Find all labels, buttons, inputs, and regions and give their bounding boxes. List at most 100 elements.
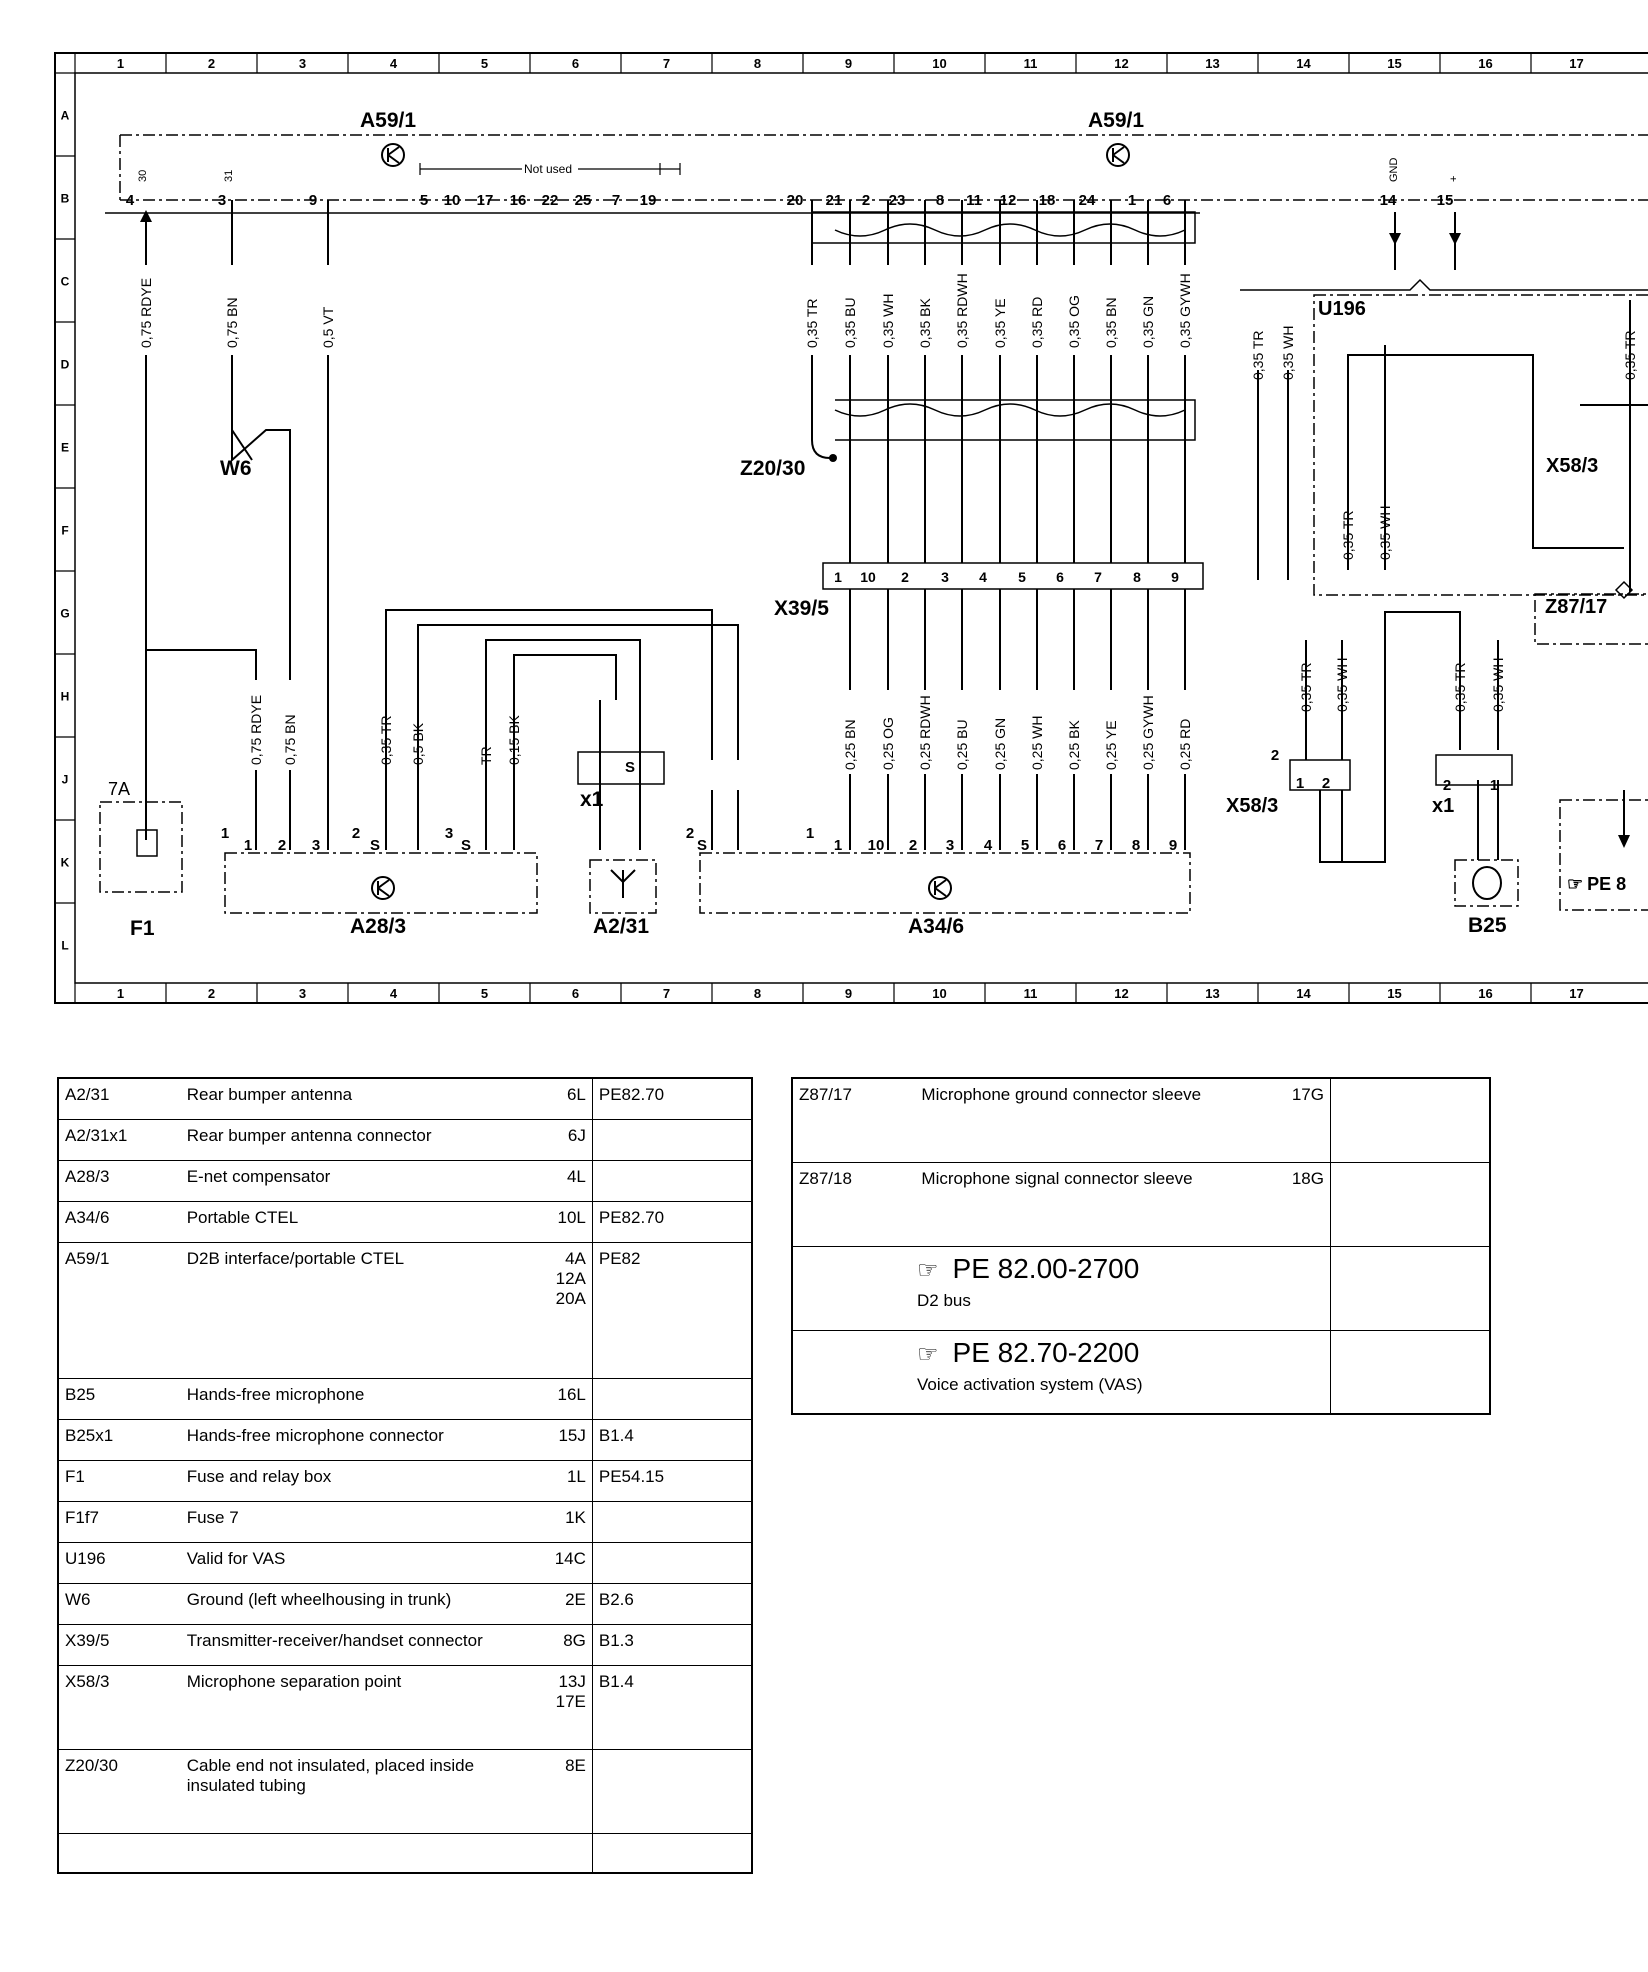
- wire: [599, 700, 641, 850]
- grid-column-label: 9: [845, 986, 852, 1001]
- pe-reference-label: ☞PE 8: [1567, 874, 1626, 894]
- legend-row: [58, 1832, 752, 1873]
- wire-color-label: 0,75 BN: [282, 714, 298, 765]
- wire-color-label: 0,25 WH: [1029, 716, 1045, 770]
- legend-loc: 6J: [532, 1118, 593, 1160]
- a59-1-pin-number: 20: [787, 192, 804, 209]
- wire-group-x58-3: [1305, 611, 1499, 863]
- z20-30-drain-wire: [811, 200, 831, 459]
- wire-color-label: 0,35 WH: [880, 294, 896, 348]
- legend-loc: 17G: [1270, 1077, 1331, 1162]
- a59-1-pin-number: 16: [510, 192, 527, 209]
- grid-column-label: 5: [481, 56, 488, 71]
- pe-description: Voice activation system (VAS): [917, 1374, 1143, 1394]
- arrow-down-icon: [1618, 835, 1630, 848]
- legend-code: A2/31x1: [58, 1118, 181, 1160]
- legend-ref: [592, 1832, 752, 1873]
- legend-loc: [532, 1832, 593, 1873]
- grid-column-label: 11: [1024, 56, 1038, 71]
- arrow-up-icon: [140, 210, 152, 222]
- wire-label-mask: [1028, 690, 1046, 774]
- wire: [513, 654, 617, 850]
- a59-1-pin-number: 25: [575, 192, 592, 209]
- legend-loc: 6L: [532, 1077, 593, 1119]
- pin-number: 2: [686, 825, 694, 842]
- f1-label: F1: [130, 917, 155, 940]
- pin-number: S: [625, 759, 635, 776]
- grid-row-label: L: [61, 939, 68, 953]
- grid-column-label: 3: [299, 986, 306, 1001]
- a34-6-pin-number: 7: [1095, 837, 1103, 854]
- grid-column-label: 1: [117, 56, 124, 71]
- grid-row-label: A: [61, 109, 70, 123]
- a59-1-pin-number: 23: [889, 192, 906, 209]
- wire-color-label: 0,25 RDWH: [917, 695, 933, 770]
- pe-number: PE 82.00-2700: [952, 1252, 1140, 1284]
- b25x1-connector: [1435, 754, 1513, 786]
- grid-column-label: 15: [1387, 986, 1401, 1001]
- legend-code: Z87/18: [792, 1161, 916, 1246]
- wire-label-mask: [991, 265, 1009, 355]
- a59-1-pin-number: 17: [477, 192, 494, 209]
- grid-row-label: E: [61, 441, 69, 455]
- pin-number: 1: [806, 825, 814, 842]
- grid-column-label: 17: [1569, 986, 1583, 1001]
- x1-left-label: x1: [580, 788, 604, 811]
- u196-label: U196: [1318, 298, 1366, 320]
- pe-number: PE 82.70-2200: [952, 1336, 1140, 1368]
- wire-label-mask: [1176, 265, 1194, 355]
- a59-1-pin-name: +: [1448, 176, 1460, 182]
- a59-1-pin-number: 15: [1437, 192, 1454, 209]
- a59-1-pin-number: 18: [1039, 192, 1056, 209]
- wire-color-label: 0,35 BU: [842, 297, 858, 348]
- wire: [417, 624, 739, 850]
- pin-number: S: [697, 837, 707, 854]
- pin-number: 2: [1322, 775, 1330, 792]
- x39-5-pin-number: 2: [901, 569, 909, 585]
- grid-column-label: 10: [932, 986, 946, 1001]
- x39-5-pin-number: 3: [941, 569, 949, 585]
- wire-label-mask: [1028, 265, 1046, 355]
- grid-column-label: 3: [299, 56, 306, 71]
- wire-color-label: 0,35 GYWH: [1177, 273, 1193, 348]
- legend-code: F1: [58, 1459, 181, 1501]
- a59-1-pin-number: 7: [612, 192, 620, 209]
- legend-loc: 14C: [532, 1541, 593, 1583]
- x58-3-bottom-label: X58/3: [1226, 795, 1278, 817]
- grid-column-label: 12: [1114, 56, 1128, 71]
- wire-label-mask: [223, 265, 241, 355]
- grid-column-label: 9: [845, 56, 852, 71]
- arrow-down-icon: [1389, 233, 1401, 245]
- legend-code: X58/3: [58, 1664, 181, 1749]
- legend-desc: Rear bumper antenna connector: [180, 1118, 533, 1160]
- x39-5-pin-number: 8: [1133, 569, 1141, 585]
- legend-desc: Fuse and relay box: [180, 1459, 533, 1501]
- legend-code: A2/31: [58, 1077, 181, 1119]
- wire-color-label: 0,25 GYWH: [1140, 695, 1156, 770]
- a34-6-label: A34/6: [908, 915, 964, 938]
- legend-code: B25x1: [58, 1418, 181, 1460]
- wire-color-label: 0,35 RD: [1029, 297, 1045, 348]
- a59-1-pin-number: 3: [218, 192, 226, 209]
- a28-3-label: A28/3: [350, 915, 406, 938]
- grid-column-label: 5: [481, 986, 488, 1001]
- wire-label-mask: [1102, 265, 1120, 355]
- a34-6-pin-number: 3: [946, 837, 954, 854]
- legend-ref: B1.4: [592, 1418, 752, 1460]
- wire-label-mask: [841, 690, 859, 774]
- legend-desc: [180, 1832, 533, 1873]
- pointing-hand-icon: ☞: [917, 1256, 939, 1284]
- wire-label-mask: [319, 265, 337, 355]
- wire-color-label: 0,35 OG: [1066, 295, 1082, 348]
